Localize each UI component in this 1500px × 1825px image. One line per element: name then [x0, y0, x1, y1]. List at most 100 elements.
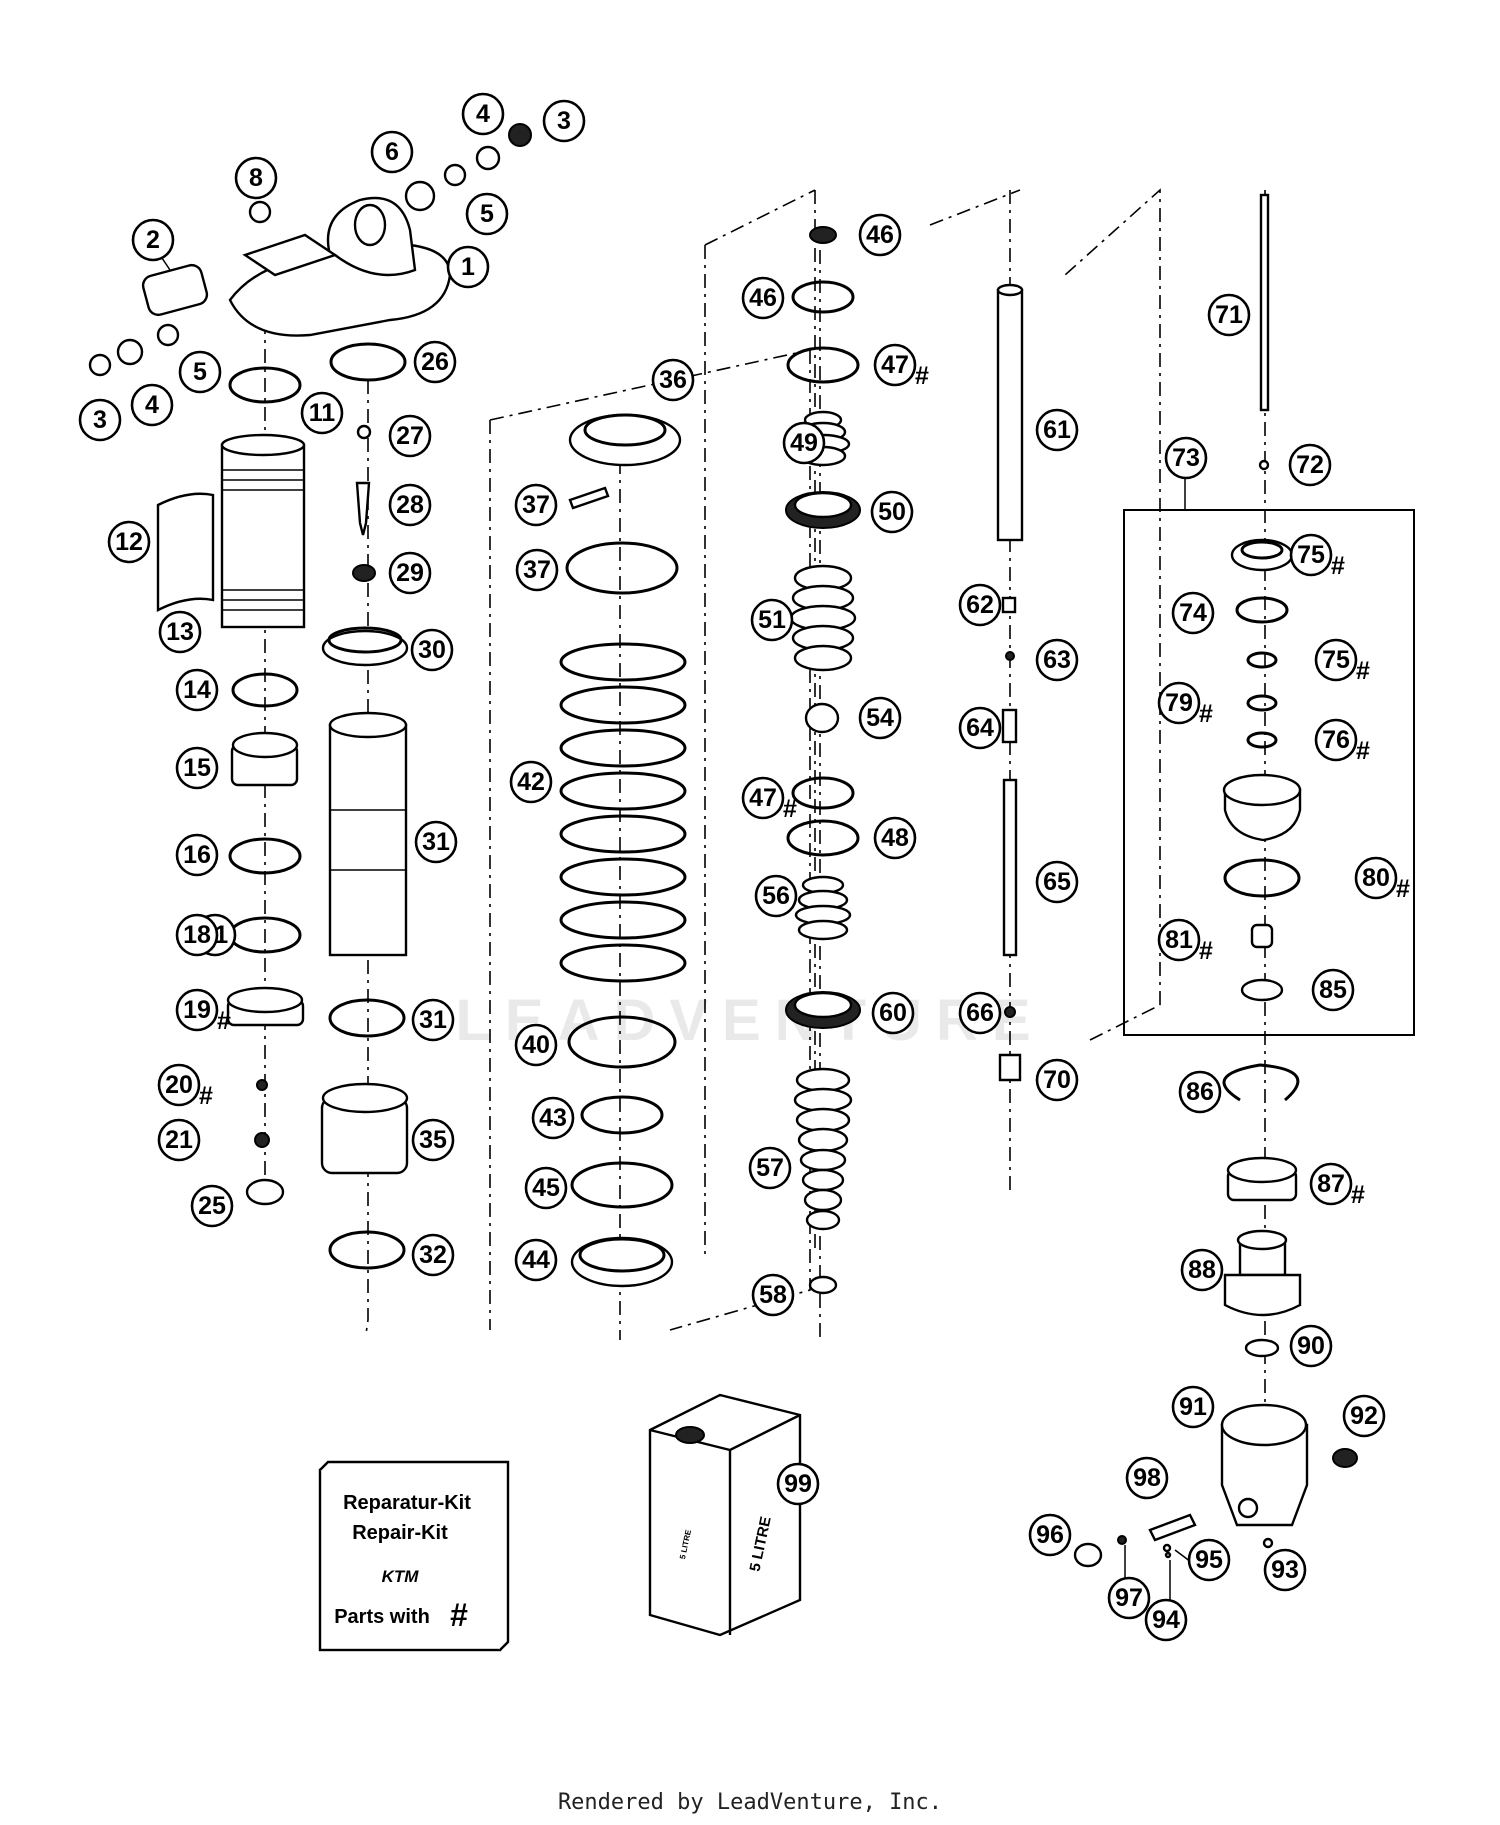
callout-circle [411, 1233, 455, 1277]
callout-number: 46 [749, 284, 777, 312]
part-85-circlip [1222, 1063, 1300, 1102]
callout-number: 48 [881, 824, 909, 852]
callout-number: 72 [1296, 451, 1324, 479]
callout-circle [175, 668, 219, 712]
callout-3: 3 [542, 99, 586, 143]
callout-circle [175, 913, 219, 957]
callout-circle [1354, 856, 1398, 900]
callout-circle [131, 218, 175, 262]
callout-85: 85 [1311, 968, 1355, 1012]
callout-number: 65 [1043, 868, 1071, 896]
callout-hash-mark: # [1396, 875, 1410, 903]
part-20-valve [254, 1132, 270, 1148]
callout-number: 60 [879, 999, 907, 1027]
callout-6: 6 [370, 130, 414, 174]
part-45-nut [809, 226, 837, 244]
part-3-seal-left [88, 353, 112, 377]
callout-circle [461, 92, 505, 136]
callout-number: 40 [522, 1031, 550, 1059]
callout-number: 5 [480, 200, 494, 228]
callout-number: 44 [522, 1246, 550, 1274]
callout-circle [1171, 1385, 1215, 1429]
callout-number: 54 [866, 704, 894, 732]
part-3-seal-top [508, 123, 532, 147]
callout-71: 71 [1207, 293, 1251, 337]
callout-35: 35 [411, 1118, 455, 1162]
part-90-bottom-eye [1220, 1403, 1309, 1527]
callout-number: 70 [1043, 1066, 1071, 1094]
callout-28: 28 [388, 483, 432, 527]
callout-number: 87 [1317, 1170, 1345, 1198]
callout-number: 26 [421, 348, 449, 376]
callout-30: 30 [410, 628, 454, 672]
callout-layer: 1233445568111112131415161819#20#21252627… [78, 92, 1410, 1642]
part-97-adjuster-screw [1148, 1513, 1197, 1542]
callout-64: 64 [958, 706, 1002, 750]
part-62-ball [1005, 651, 1015, 661]
part-61-nut [1001, 596, 1017, 614]
callout-number: 76 [1322, 726, 1350, 754]
callout-18: 18 [175, 913, 219, 957]
callout-circle [873, 816, 917, 860]
callout-number: 4 [476, 100, 490, 128]
callout-48: 48 [873, 816, 917, 860]
part-19-ball [256, 1079, 268, 1091]
callout-90: 90 [1289, 1324, 1333, 1368]
callout-hash-mark: # [217, 1007, 231, 1035]
callout-circle [175, 746, 219, 790]
callout-circle [776, 1462, 820, 1506]
callout-number: 8 [249, 164, 263, 192]
callout-number: 79 [1165, 689, 1193, 717]
callout-number: 86 [1186, 1078, 1214, 1106]
callout-14: 14 [175, 668, 219, 712]
part-18-cap [226, 986, 305, 1027]
part-86-bushing [1226, 1156, 1298, 1202]
callout-4: 4 [461, 92, 505, 136]
callout-circle [1035, 1058, 1079, 1102]
callout-circle [1311, 968, 1355, 1012]
callout-number: 96 [1036, 1521, 1064, 1549]
callout-40: 40 [514, 1023, 558, 1067]
callout-circle [958, 706, 1002, 750]
callout-hash-mark: # [1331, 552, 1345, 580]
callout-circle [414, 820, 458, 864]
part-27-needle [355, 481, 371, 536]
part-29-bushing [321, 626, 409, 667]
callout-circle [1309, 1162, 1353, 1206]
callout-8: 8 [234, 156, 278, 200]
callout-circle [1187, 1538, 1231, 1582]
callout-circle [130, 383, 174, 427]
callout-hash-mark: # [1351, 1181, 1365, 1209]
callout-47: 47# [741, 776, 797, 823]
callout-number: 58 [759, 1281, 787, 1309]
callout-number: 64 [966, 714, 994, 742]
callout-circle [234, 156, 278, 200]
callout-56: 56 [754, 874, 798, 918]
callout-number: 20 [165, 1071, 193, 1099]
callout-circle [1289, 533, 1333, 577]
callout-number: 92 [1350, 1402, 1378, 1430]
callout-circle [782, 421, 826, 465]
callout-number: 47 [749, 784, 777, 812]
callout-47: 47# [873, 343, 929, 390]
part-43-seat [570, 1236, 674, 1288]
callout-11: 11 [300, 391, 344, 435]
part-80-bushing [1250, 923, 1274, 949]
column-spring [559, 413, 687, 1340]
part-2-adjuster [141, 239, 209, 317]
callout-number: 61 [1043, 416, 1071, 444]
callout-16: 16 [175, 833, 219, 877]
callout-hash-mark: # [783, 795, 797, 823]
part-42-ring [580, 1095, 664, 1135]
callout-45: 45 [524, 1166, 568, 1210]
callout-circle [1035, 638, 1079, 682]
part-11-oring-top [228, 366, 302, 404]
callout-54: 54 [858, 696, 902, 740]
part-44-ring [570, 1161, 674, 1209]
callout-number: 18 [183, 921, 211, 949]
callout-number: 50 [878, 498, 906, 526]
column-reservoir [88, 123, 532, 1206]
part-1-top-eye-housing [228, 196, 452, 337]
part-88-washer [1244, 1338, 1280, 1358]
